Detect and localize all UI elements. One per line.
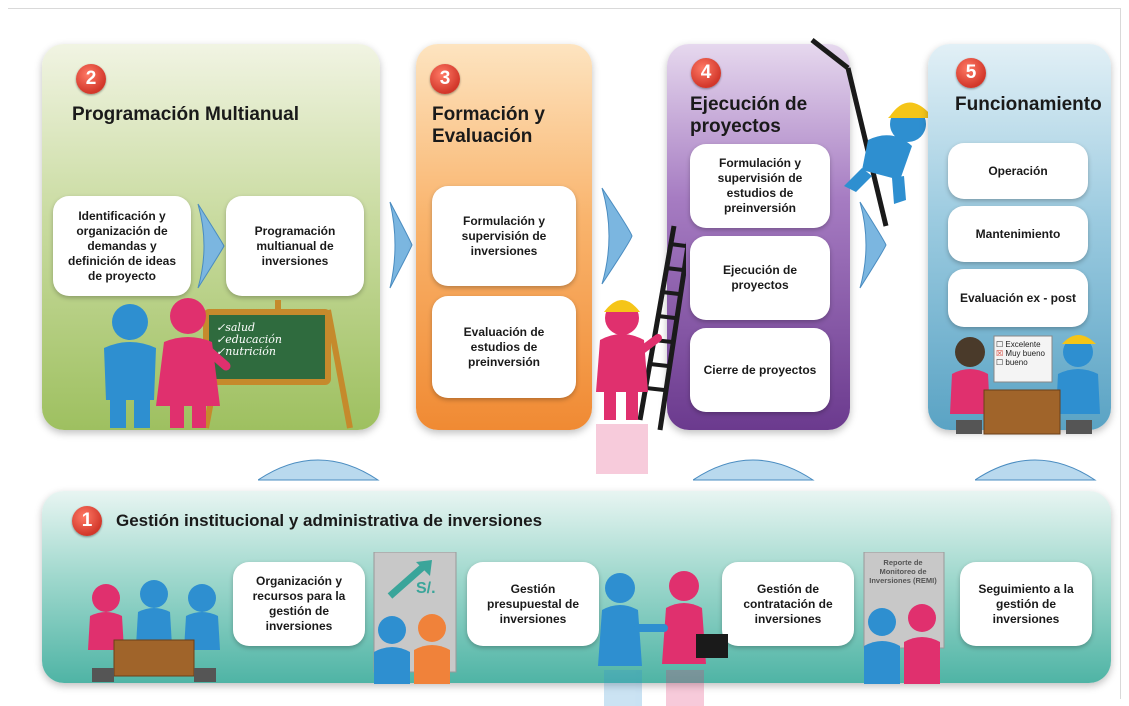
box-evaluacion-ex-post: Evaluación ex - post (948, 269, 1088, 327)
flow-arrow (389, 201, 413, 289)
teaching-people-illustration (104, 298, 353, 429)
survey-option: ☒ Muy bueno (996, 349, 1045, 358)
survey-meeting-illustration (950, 335, 1100, 435)
stage-4-title: Ejecución de proyectos (690, 94, 807, 138)
flow-arrow (601, 187, 633, 285)
chalkboard-line: ✓salud (216, 321, 256, 334)
box-operacion: Operación (948, 143, 1088, 199)
stage-5-title: Funcionamiento (955, 94, 1102, 115)
stage-4-title-line: Ejecución de (690, 94, 808, 115)
handshake-illustration (598, 571, 728, 706)
connector-mound (975, 459, 1097, 481)
connector-mound (693, 459, 815, 481)
worker-climbing-illustration (810, 38, 934, 227)
box-formulacion-supervision: Formulación y supervisión de inversiones (432, 186, 576, 286)
worker-with-ladder-illustration (596, 225, 686, 474)
stage-2-badge: 2 (76, 64, 106, 94)
report-illustration (863, 552, 945, 684)
stage-5-badge: 5 (956, 58, 986, 88)
box-gestion-presupuestal: Gestión presupuestal de inversiones (467, 562, 599, 646)
stage-1-badge: 1 (72, 506, 102, 536)
chalkboard-line: ✓nutrición (216, 345, 276, 358)
chalkboard-line: ✓educación (216, 333, 282, 346)
report-label: Reporte de Monitoreo de Inversiones (REM… (869, 558, 937, 585)
box-identificacion: Identificación y organización de demanda… (53, 196, 191, 296)
survey-sheet: ☐ Excelente ☒ Muy bueno ☐ bueno (996, 340, 1045, 367)
chalkboard-text: ✓salud ✓educación ✓nutrición (216, 322, 308, 358)
currency-label: S/. (416, 580, 436, 597)
box-formulacion-estudios: Formulación y supervisión de estudios de… (690, 144, 830, 228)
stage-3-badge: 3 (430, 64, 460, 94)
survey-option: ☐ Excelente (996, 340, 1041, 349)
stage-3-title-line: Formación y (432, 104, 545, 125)
box-mantenimiento: Mantenimiento (948, 206, 1088, 262)
stage-4-badge: 4 (691, 58, 721, 88)
stage-3-title-line: Evaluación (432, 126, 533, 147)
stage-3-title: Formación y Evaluación (432, 104, 545, 148)
meeting-table-illustration (88, 580, 220, 682)
box-cierre-proyectos: Cierre de proyectos (690, 328, 830, 412)
box-gestion-contratacion: Gestión de contratación de inversiones (722, 562, 854, 646)
stage-2-title: Programación Multianual (72, 104, 299, 125)
diagram-frame (8, 8, 1121, 699)
flow-arrow (859, 201, 887, 289)
box-evaluacion-estudios: Evaluación de estudios de preinversión (432, 296, 576, 398)
budget-illustration (373, 552, 457, 684)
stage-1-title: Gestión institucional y administrativa d… (116, 511, 543, 530)
box-organizacion-recursos: Organización y recursos para la gestión … (233, 562, 365, 646)
flow-arrow (197, 203, 225, 289)
stage-4-title-line: proyectos (690, 116, 781, 137)
box-programacion: Programación multianual de inversiones (226, 196, 364, 296)
connector-mound (258, 459, 380, 481)
survey-option: ☐ bueno (996, 358, 1028, 367)
box-seguimiento-gestion: Seguimiento a la gestión de inversiones (960, 562, 1092, 646)
box-ejecucion-proyectos: Ejecución de proyectos (690, 236, 830, 320)
